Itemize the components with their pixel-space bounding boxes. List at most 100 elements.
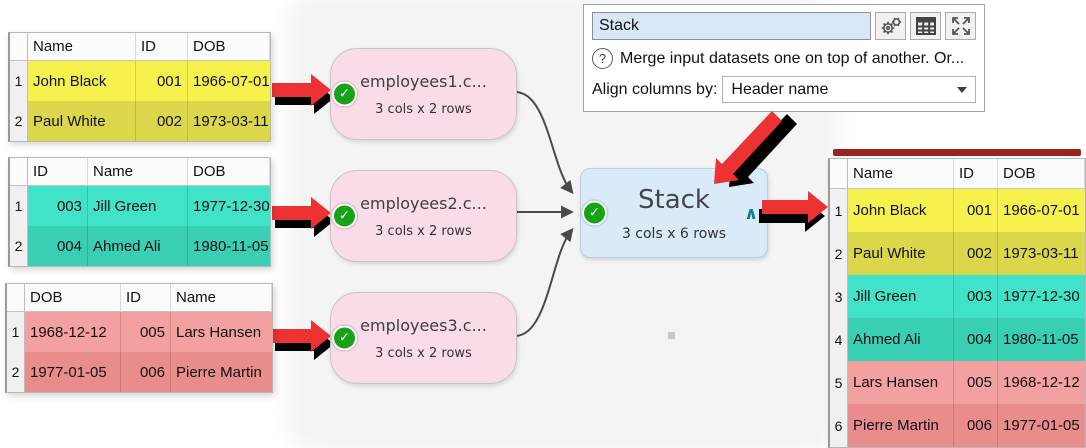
table-header-row: Name ID DOB <box>10 33 270 61</box>
column-header: DOB <box>25 284 121 312</box>
node-name-input[interactable] <box>592 12 871 40</box>
table-row: 5 Lars Hansen 005 1968-12-12 <box>830 361 1085 404</box>
table-header-row: Name ID DOB <box>830 159 1085 189</box>
cell-dob: 1966-07-01 <box>1003 202 1080 219</box>
table-row: 6 Pierre Martin 006 1977-01-05 <box>830 404 1085 447</box>
align-columns-select[interactable]: Header name <box>722 76 976 103</box>
cell-name: Paul White <box>28 101 136 141</box>
table-row: 1 John Black 001 1966-07-01 <box>830 189 1085 232</box>
row-number: 2 <box>10 226 28 266</box>
column-header: ID <box>28 158 88 186</box>
cell-id: 004 <box>28 226 88 266</box>
table-row: 3 Jill Green 003 1977-12-30 <box>830 275 1085 318</box>
help-icon[interactable]: ? <box>592 48 613 69</box>
cell-name: Pierre Martin <box>176 363 262 381</box>
chevron-down-icon <box>957 86 967 93</box>
node-employees1[interactable]: ✓ employees1.c... 3 cols x 2 rows <box>330 48 517 140</box>
success-check-icon: ✓ <box>582 200 607 226</box>
cell-name: John Black <box>848 189 954 232</box>
red-arrow-input1 <box>272 74 331 106</box>
table-row: 1 1968-12-12 005 Lars Hansen <box>7 312 272 352</box>
node-size-label: 3 cols x 2 rows <box>375 101 472 117</box>
cell-name: Jill Green <box>848 275 954 318</box>
node-title: Stack <box>638 184 710 215</box>
red-arrow-input3 <box>272 320 331 352</box>
cell-id: 004 <box>954 318 998 361</box>
source-table-employees1: Name ID DOB 1 John Black 001 1966-07-01 … <box>8 32 271 142</box>
column-header: DOB <box>188 33 270 61</box>
success-check-icon: ✓ <box>332 81 357 107</box>
input-annotation-arrows <box>272 74 334 360</box>
cell-id: 002 <box>136 101 188 141</box>
cell-id: 003 <box>28 186 88 226</box>
node-size-label: 3 cols x 6 rows <box>621 225 727 242</box>
row-number: 3 <box>830 275 848 318</box>
table-row: 4 Ahmed Ali 004 1980-11-05 <box>830 318 1085 361</box>
table-grid-icon <box>915 17 936 35</box>
node-title: employees1.c... <box>360 71 487 91</box>
grid-view-button[interactable] <box>910 12 941 40</box>
grid-dot <box>668 332 675 339</box>
cell-dob: 1980-11-05 <box>1003 331 1079 348</box>
cell-id: 005 <box>121 312 171 352</box>
row-number: 6 <box>830 404 848 447</box>
node-employees2[interactable]: ✓ employees2.c... 3 cols x 2 rows <box>330 170 517 262</box>
column-header: DOB <box>998 159 1085 189</box>
cell-name: Pierre Martin <box>848 404 954 447</box>
row-number-header <box>830 159 848 189</box>
column-header: Name <box>28 33 136 61</box>
cell-dob: 1980-11-05 <box>193 237 269 255</box>
column-header: ID <box>954 159 998 189</box>
transform-description: Merge input datasets one on top of anoth… <box>620 49 965 67</box>
row-number: 4 <box>830 318 848 361</box>
node-stack[interactable]: ✓ Stack 3 cols x 6 rows ∧ <box>580 168 768 258</box>
properties-panel: ? Merge input datasets one on top of ano… <box>583 4 985 112</box>
red-arrow-input2 <box>272 197 331 229</box>
row-number: 5 <box>830 361 848 404</box>
cell-dob: 1973-03-11 <box>193 112 269 130</box>
table-header-row: ID Name DOB <box>10 158 270 186</box>
table-row: 1 John Black 001 1966-07-01 <box>10 61 270 101</box>
cell-name: John Black <box>28 61 136 101</box>
column-header: DOB <box>188 158 270 186</box>
torn-edge <box>833 149 1081 156</box>
settings-button[interactable] <box>875 12 906 40</box>
output-table-stack-result: Name ID DOB 1 John Black 001 1966-07-01 … <box>828 158 1086 448</box>
align-columns-label: Align columns by: <box>592 80 718 98</box>
cell-dob: 1977-01-05 <box>1003 417 1080 434</box>
node-size-label: 3 cols x 2 rows <box>375 345 472 361</box>
cell-dob: 1966-07-01 <box>193 72 270 90</box>
column-header: ID <box>136 33 188 61</box>
cell-name: Lars Hansen <box>176 323 262 341</box>
connector-employees3-stack <box>514 227 574 337</box>
row-number: 2 <box>10 101 28 141</box>
cell-name: Ahmed Ali <box>848 318 954 361</box>
cell-id: 005 <box>954 361 998 404</box>
column-header: ID <box>121 284 171 312</box>
row-number: 1 <box>830 189 848 232</box>
table-row: 2 Paul White 002 1973-03-11 <box>830 232 1085 275</box>
cell-id: 001 <box>954 189 998 232</box>
expand-button[interactable] <box>945 12 976 40</box>
cell-name: Ahmed Ali <box>88 226 188 266</box>
row-number-header <box>10 158 28 186</box>
node-employees3[interactable]: ✓ employees3.c... 3 cols x 2 rows <box>330 292 517 384</box>
row-number: 1 <box>7 312 25 352</box>
cell-dob: 1977-12-30 <box>193 197 270 215</box>
row-number: 1 <box>10 186 28 226</box>
table-row: 1 003 Jill Green 1977-12-30 <box>10 186 270 226</box>
cell-dob: 1977-12-30 <box>1003 288 1080 305</box>
row-number-header <box>7 284 25 312</box>
row-number-header <box>10 33 28 61</box>
source-table-employees3: DOB ID Name 1 1968-12-12 005 Lars Hansen… <box>5 283 273 393</box>
connector-employees1-stack <box>514 91 574 195</box>
gear-icon <box>881 17 901 35</box>
cell-dob: 1973-03-11 <box>1003 245 1079 262</box>
cell-name: Paul White <box>848 232 954 275</box>
row-number: 1 <box>10 61 28 101</box>
node-title: employees3.c... <box>360 315 487 335</box>
success-check-icon: ✓ <box>332 203 357 229</box>
cell-name: Jill Green <box>88 186 188 226</box>
caret-icon: ∧ <box>744 203 758 224</box>
